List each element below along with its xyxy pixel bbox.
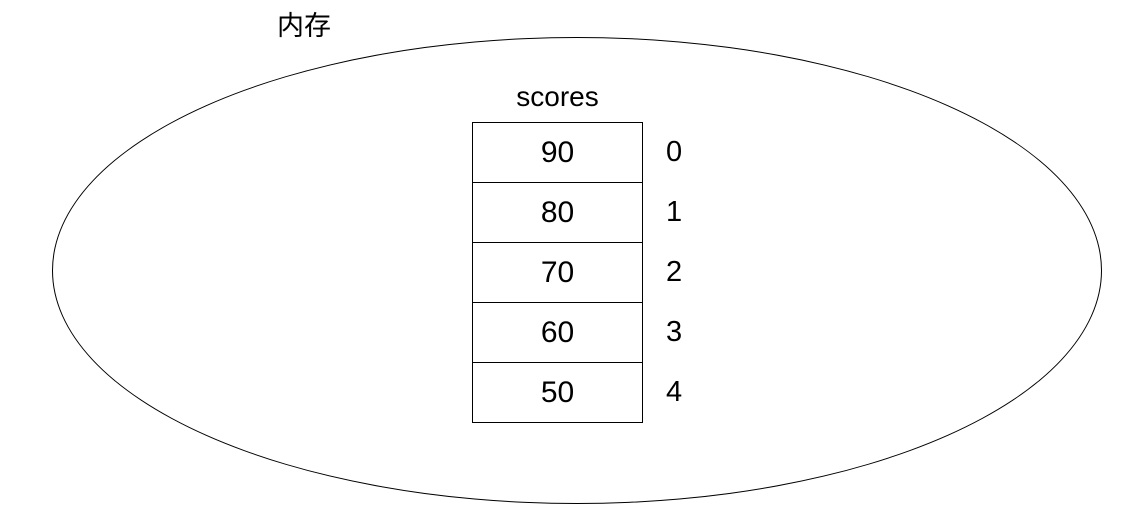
array-cell: 50 <box>540 375 575 409</box>
array-cell: 70 <box>473 243 642 303</box>
array-index-label: 2 <box>666 256 683 288</box>
array-index-label: 0 <box>666 135 683 168</box>
array-index-label: 1 <box>666 195 683 228</box>
memory-ellipse <box>52 37 1102 504</box>
array-cell: 80 <box>473 183 642 243</box>
memory-label: 内存 <box>277 11 331 41</box>
array-cell: 90 <box>473 123 642 183</box>
array-index-column: 0 1 2 3 4 <box>666 122 706 423</box>
array-box: 90 80 70 60 50 <box>472 122 643 423</box>
array-index-label: 3 <box>666 316 683 349</box>
array-index-label: 4 <box>666 376 683 409</box>
array-cell: 60 <box>473 303 642 363</box>
array-name-label: scores <box>516 81 599 112</box>
